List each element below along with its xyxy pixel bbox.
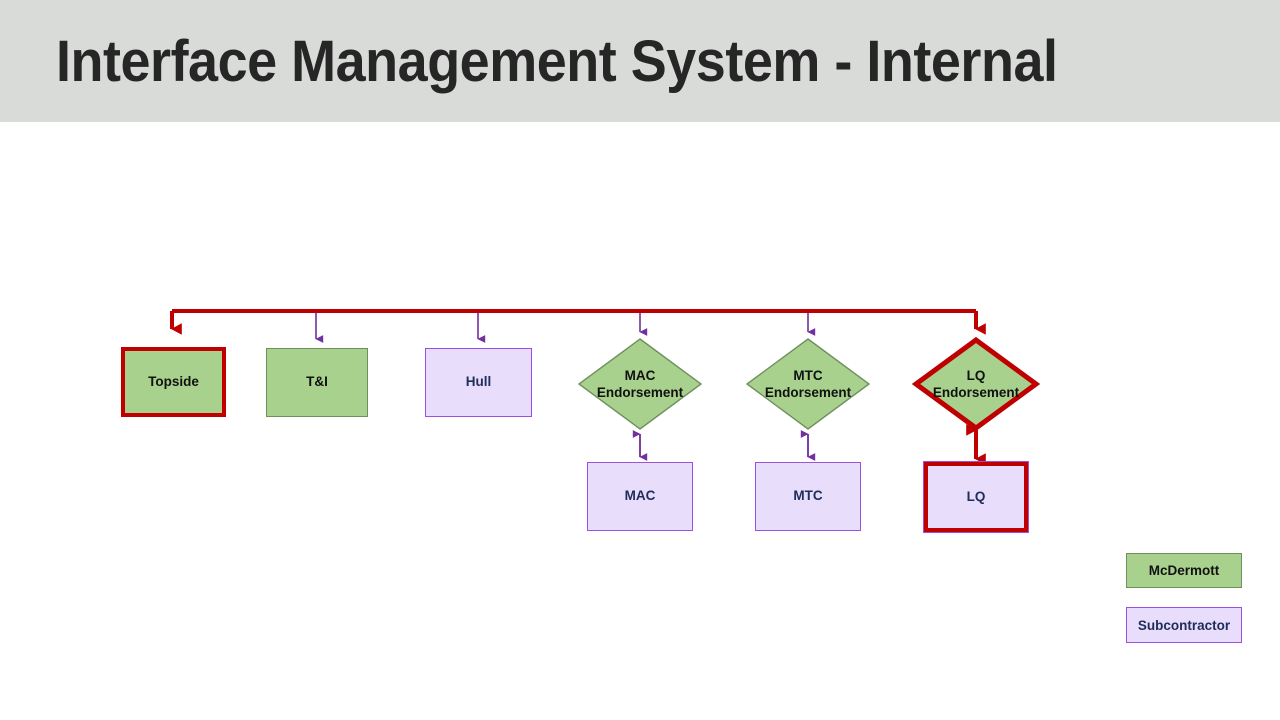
legend-item-subcontractor: Subcontractor	[1126, 607, 1242, 643]
node-lq[interactable]: LQ	[924, 462, 1028, 532]
node-mtc-label: MTC	[793, 488, 823, 504]
legend-subcontractor-label: Subcontractor	[1137, 617, 1231, 633]
header-bar: Interface Management System - Internal	[0, 0, 1280, 122]
node-mac-label: MAC	[624, 488, 656, 504]
node-hull-label: Hull	[465, 374, 492, 390]
node-topside-label: Topside	[148, 373, 199, 389]
node-hull[interactable]: Hull	[425, 348, 532, 417]
node-mac-endorsement[interactable]: MAC Endorsement	[577, 337, 703, 431]
node-mtc[interactable]: MTC	[755, 462, 861, 531]
node-mac[interactable]: MAC	[587, 462, 693, 531]
page-title: Interface Management System - Internal	[56, 29, 1058, 94]
legend-item-mcdermott: McDermott	[1126, 553, 1242, 588]
node-lq-endorsement[interactable]: LQ Endorsement	[911, 336, 1041, 432]
node-lq-label: LQ	[966, 488, 986, 504]
node-ti[interactable]: T&I	[266, 348, 368, 417]
connector-bus-red	[170, 309, 986, 335]
node-mtc-endorsement[interactable]: MTC Endorsement	[745, 337, 871, 431]
legend-mcdermott-label: McDermott	[1148, 563, 1220, 578]
node-ti-label: T&I	[306, 374, 328, 390]
node-topside[interactable]: Topside	[121, 347, 226, 417]
